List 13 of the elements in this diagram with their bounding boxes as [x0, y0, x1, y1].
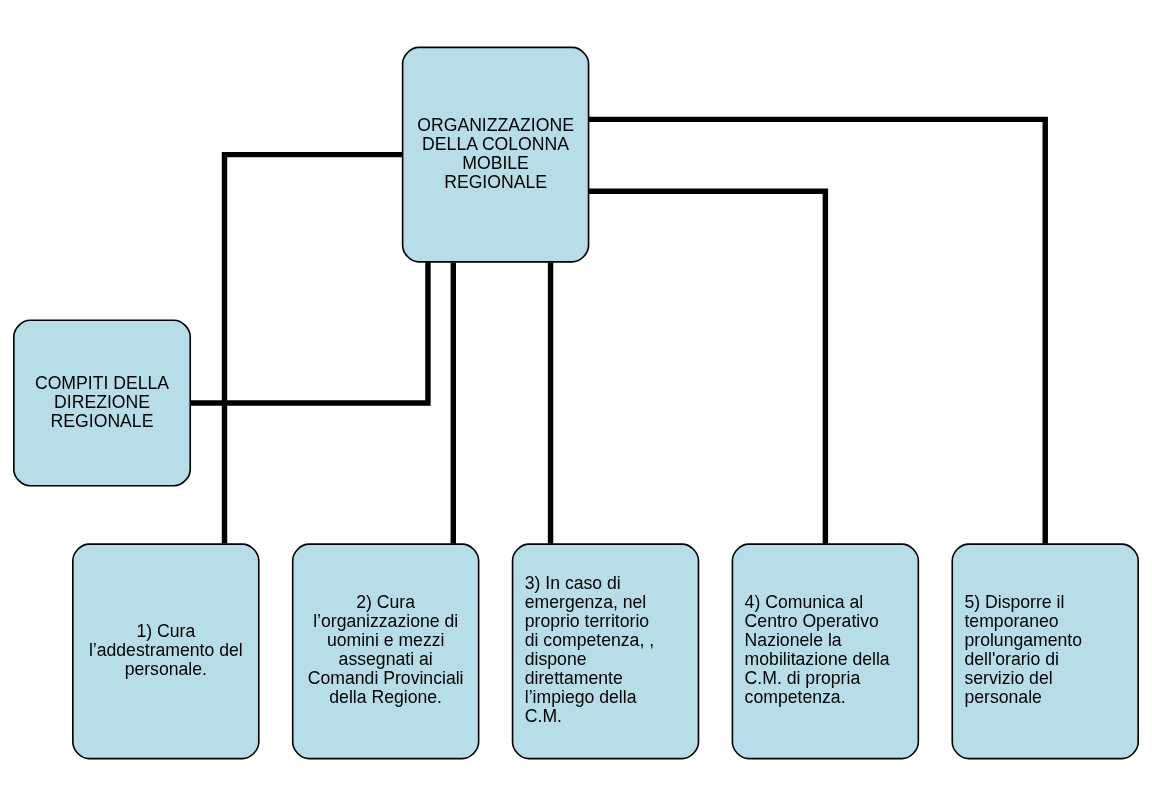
connector	[588, 188, 829, 544]
node-box: 1) Cura l’addestramento del personale.	[72, 542, 260, 759]
node-box: 2) Cura l’organizzazione di uomini e mezzi assegnati ai Comandi Provinciali della Regione.	[291, 542, 480, 759]
connector	[221, 151, 403, 544]
node-box: COMPITI DELLA DIREZIONE REGIONALE	[13, 318, 192, 487]
node-box: 5) Disporre il temporaneo prolungamento dell'orario di servizio del personale	[951, 542, 1139, 759]
node-box: ORGANIZZAZIONE DELLA COLONNA MOBILE REGIONALE	[401, 46, 590, 263]
connector	[547, 261, 554, 544]
connector	[190, 261, 431, 406]
node-box: 4) Comunica al Centro Operativo Nazionele la mobilitazione della C.M. di propria competenza.	[731, 542, 920, 759]
connector	[588, 116, 1048, 544]
connector	[450, 261, 456, 544]
node-box: 3) In caso di emergenza, nel proprio territorio di competenza, , dispone direttamente l’impiego della C.M.	[511, 542, 700, 759]
